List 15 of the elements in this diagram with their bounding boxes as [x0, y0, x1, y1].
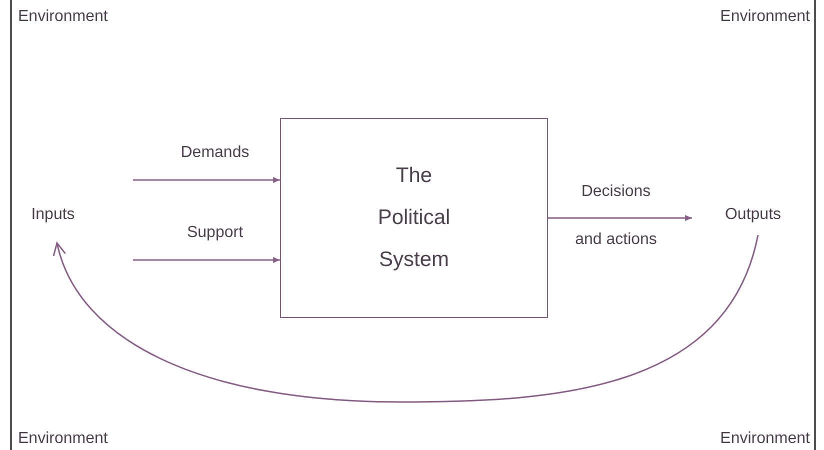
- arrow: [133, 177, 280, 183]
- environment-label: Environment: [720, 430, 810, 448]
- environment-label: Environment: [720, 8, 810, 26]
- environment-label: Environment: [18, 8, 108, 26]
- arrow: [133, 257, 280, 263]
- node-label: The Political System: [376, 163, 452, 273]
- feedback-arrow: [54, 234, 759, 403]
- arrow: [548, 215, 692, 221]
- system-box: [280, 118, 548, 318]
- environment-label: Environment: [18, 430, 108, 448]
- edge-label: Decisions and actions: [574, 182, 658, 250]
- edge-label: Support: [186, 223, 244, 243]
- node-label: Inputs: [31, 205, 75, 225]
- edge-label: Demands: [180, 143, 250, 163]
- node-label: Outputs: [724, 205, 782, 225]
